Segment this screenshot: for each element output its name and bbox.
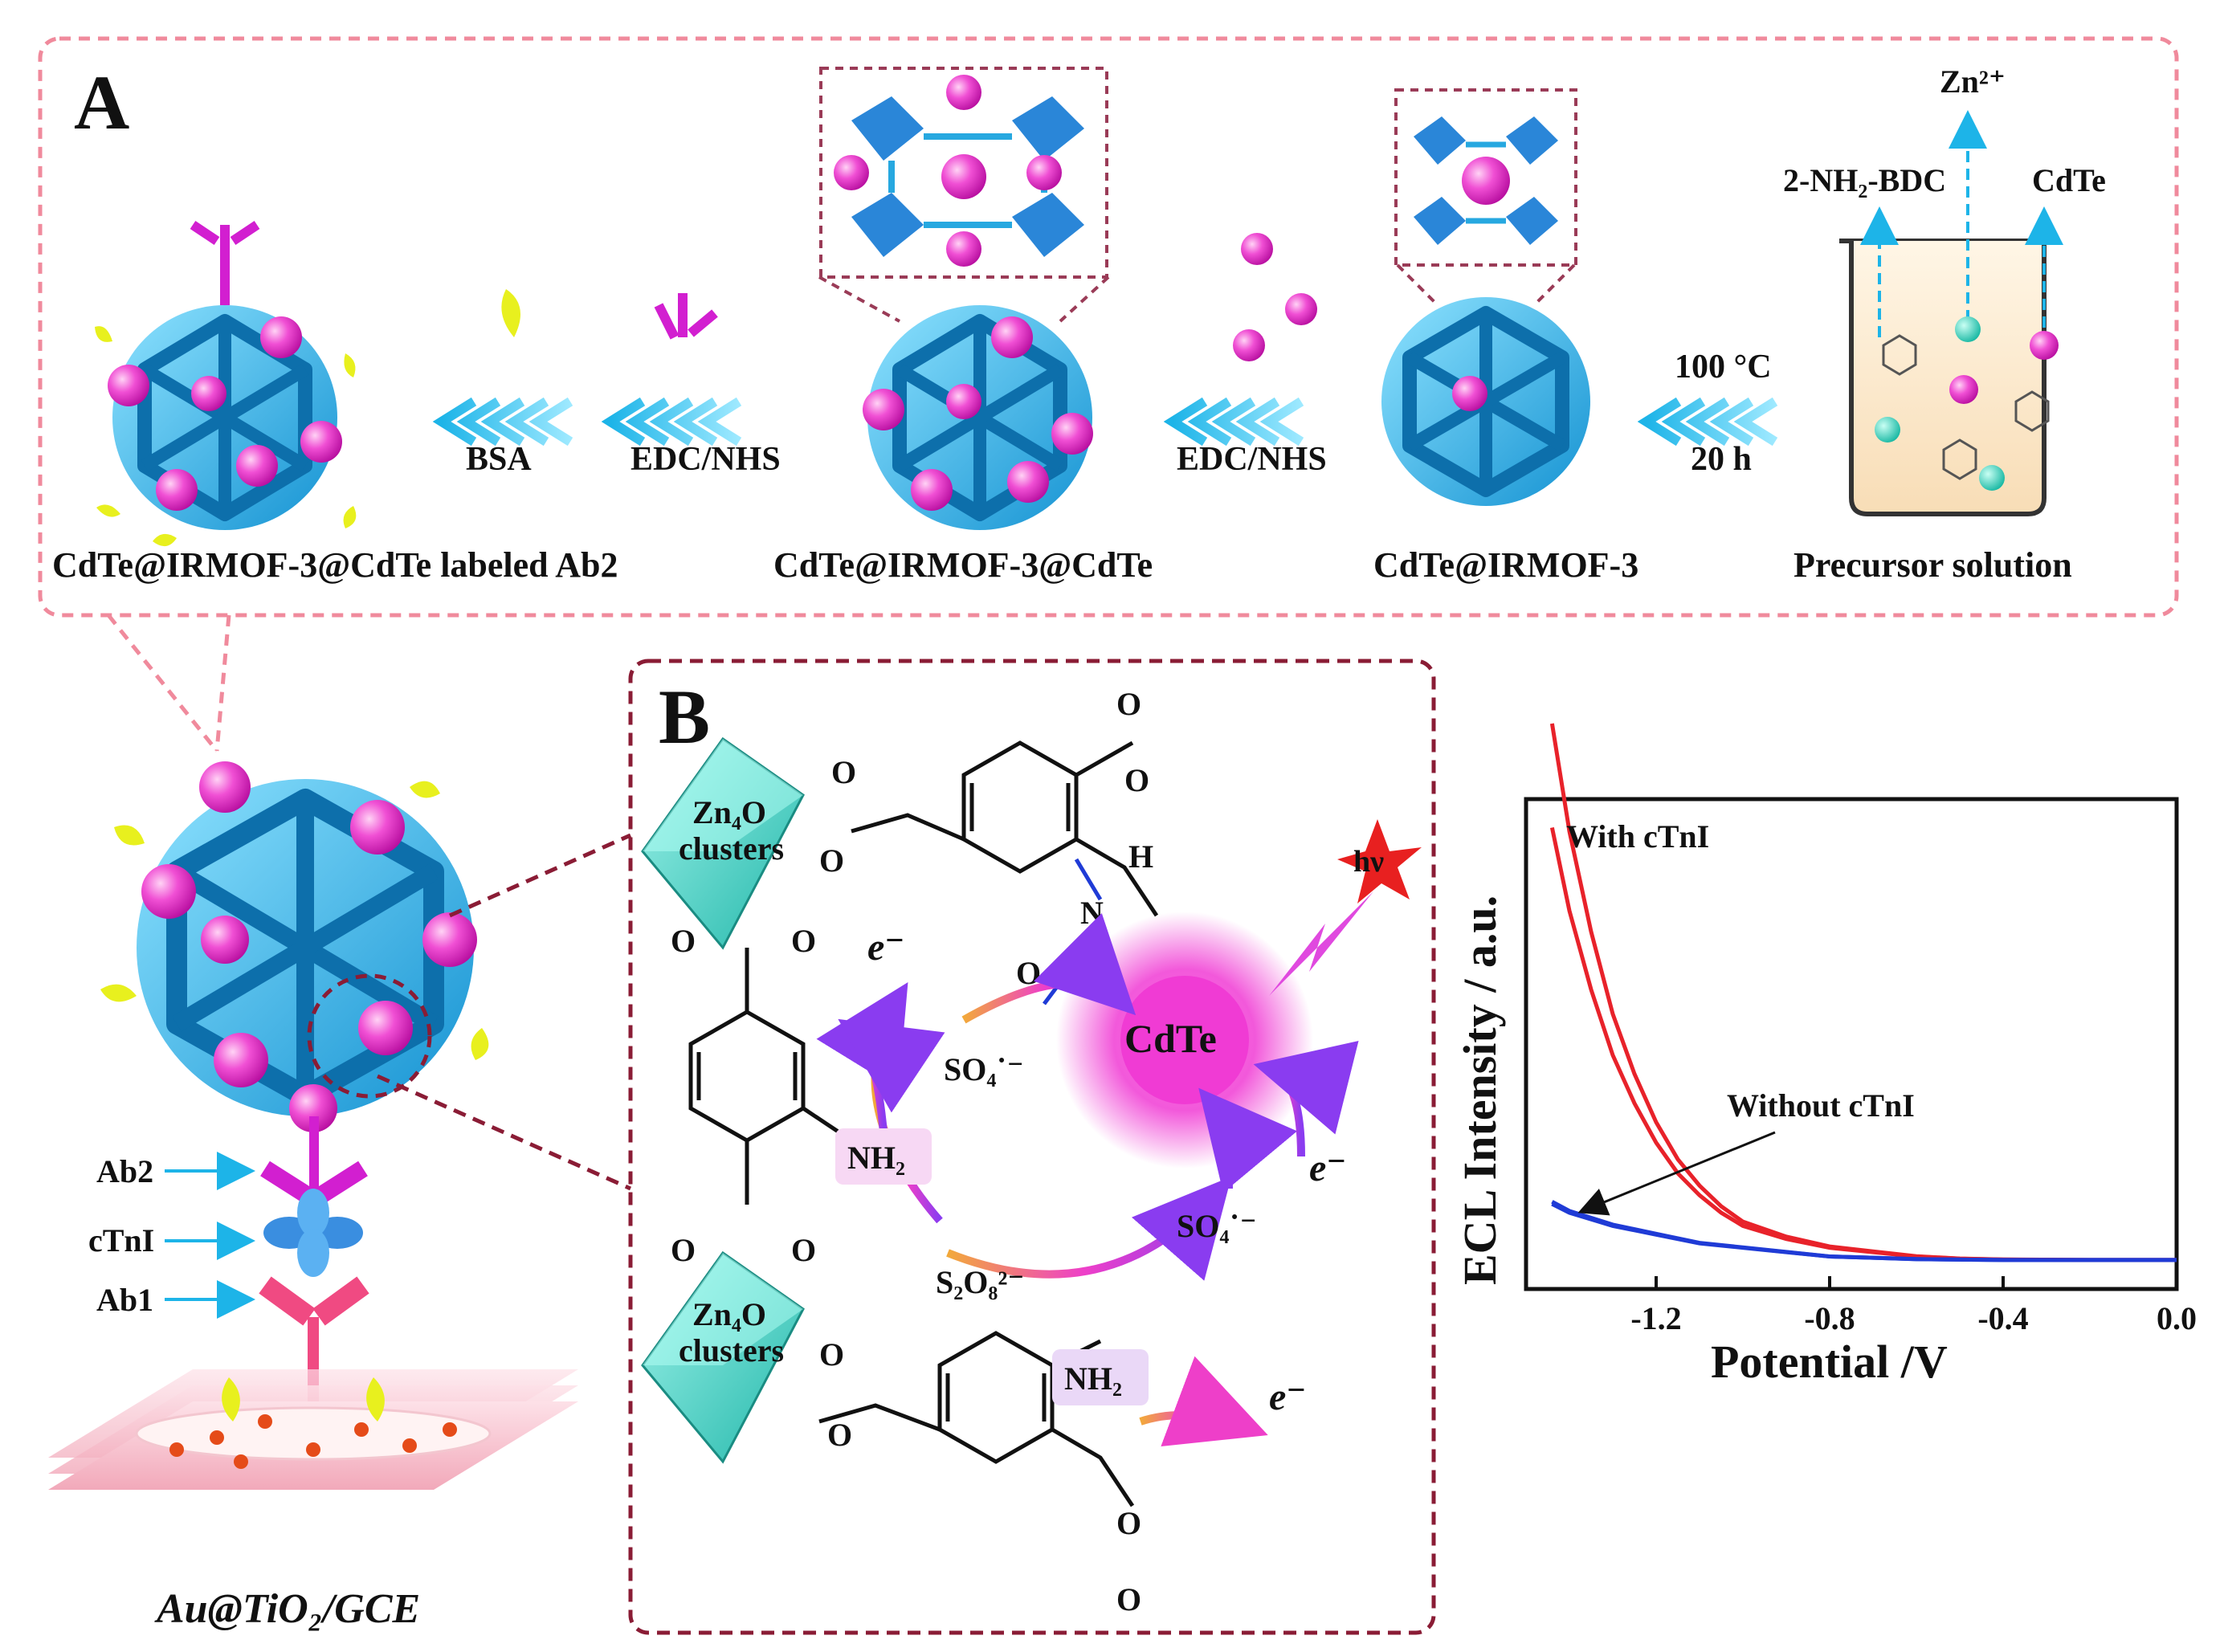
product-cdte-irmof: CdTe@IRMOF-3 <box>1373 545 1638 585</box>
svg-text:O: O <box>1116 1581 1141 1617</box>
reagent-cdte: CdTe <box>2032 162 2106 198</box>
svg-text:N: N <box>1080 895 1104 931</box>
panel-a-letter: A <box>74 59 129 145</box>
svg-text:H: H <box>1128 838 1153 875</box>
linker-structure <box>688 740 1159 1507</box>
svg-text:O: O <box>827 1417 852 1453</box>
amine-bottom: NH₂ <box>1052 1349 1149 1405</box>
big-mof <box>100 761 489 1132</box>
svg-text:NH₂: NH₂ <box>847 1140 905 1176</box>
mof-labeled-ab2 <box>95 221 357 547</box>
zoom-line-top <box>448 833 632 918</box>
x-tick-label: -0.8 <box>1804 1300 1855 1336</box>
svg-text:O: O <box>831 754 856 790</box>
connector-line-left <box>107 614 218 753</box>
x-tick-label: -0.4 <box>1977 1300 2028 1336</box>
plot-frame <box>1524 797 2179 1291</box>
ecl-chart: -1.2 -0.8 -0.4 0.0 Potential /V ECL Intensi… <box>1454 723 2197 1388</box>
electron-3: e⁻ <box>1269 1376 1307 1418</box>
x-tick-label: 0.0 <box>2157 1300 2197 1336</box>
electrode-substrate-label: Au@TiO₂/GCE <box>154 1586 420 1632</box>
zn4o-cluster-bottom: Zn₄O clusters <box>641 1250 805 1464</box>
panel-b-letter: B <box>659 674 710 760</box>
panel-b-frame <box>628 659 1436 1635</box>
condition-time: 20 h <box>1691 441 1752 478</box>
reagent-bdc: 2-NH₂-BDC <box>1783 162 1946 198</box>
label-ab1: Ab1 <box>96 1282 153 1318</box>
arrow-bsa: BSA <box>432 289 573 478</box>
step-bsa: BSA <box>466 441 532 478</box>
reaction-cycle <box>816 912 1359 1447</box>
svg-text:O: O <box>1124 762 1149 798</box>
svg-text:O: O <box>791 1232 816 1268</box>
zoom-line-bottom <box>376 1074 632 1191</box>
mof-cdte-irmof-cdte <box>863 305 1093 530</box>
panel-a-frame <box>38 36 2179 618</box>
amine-top: NH₂ <box>835 1128 932 1185</box>
mof-2-inset <box>818 67 1110 323</box>
series-label-with: With cTnI <box>1566 818 1709 855</box>
arrow-synthesis: 100 °C 20 h <box>1637 349 1778 478</box>
step-edc-nhs-2: EDC/NHS <box>1177 441 1327 478</box>
sulfate-radical-2: SO₄˙⁻ <box>1177 1208 1257 1244</box>
connector-line-right <box>214 614 231 752</box>
svg-text:O: O <box>1116 686 1141 722</box>
svg-text:CdTe: CdTe <box>1124 1016 1217 1061</box>
electron-1: e⁻ <box>867 926 905 969</box>
persulfate: S₂O₈²⁻ <box>936 1264 1024 1300</box>
svg-text:Zn₄O: Zn₄O <box>692 1296 766 1332</box>
product-precursor-solution: Precursor solution <box>1793 545 2072 585</box>
reagent-zinc: Zn²⁺ <box>1940 63 2006 100</box>
svg-text:O: O <box>819 1336 844 1373</box>
svg-text:clusters: clusters <box>679 830 784 867</box>
svg-text:O: O <box>791 923 816 959</box>
chart-ylabel: ECL Intensity / a.u. <box>1454 895 1506 1285</box>
carboxylate-oxygens: O O O O O O O O O O O O <box>671 686 1149 1617</box>
svg-text:O: O <box>819 842 844 879</box>
svg-text:O: O <box>671 923 696 959</box>
mof-cdte-irmof <box>1381 297 1590 506</box>
annotation-arrow <box>1577 1131 1776 1216</box>
product-cdte-irmof-cdte: CdTe@IRMOF-3@CdTe <box>773 545 1153 585</box>
electrode-plate <box>48 1369 578 1490</box>
series-line-without-ctni <box>1551 1200 2177 1262</box>
step-edc-nhs-1: EDC/NHS <box>630 441 781 478</box>
mof-3-inset <box>1394 88 1577 307</box>
zn4o-cluster-top: Zn₄O clusters <box>641 736 805 950</box>
svg-text:O: O <box>671 1232 696 1268</box>
electron-2: e⁻ <box>1309 1147 1347 1189</box>
arrow-edc-nhs-2: EDC/NHS <box>1163 233 1327 478</box>
arrow-edc-nhs-1: EDC/NHS <box>601 293 781 478</box>
beaker-precursor: Zn²⁺ 2-NH₂-BDC CdTe <box>1783 63 2106 516</box>
svg-text:NH₂: NH₂ <box>1064 1360 1122 1397</box>
annotation-without: Without cTnI <box>1727 1087 1915 1124</box>
svg-text:O: O <box>1116 1505 1141 1541</box>
sulfate-radical-1: SO₄˙⁻ <box>944 1051 1024 1087</box>
chart-xlabel: Potential /V <box>1711 1336 1948 1388</box>
label-ctni: cTnI <box>88 1222 154 1258</box>
svg-text:Zn₄O: Zn₄O <box>692 794 766 830</box>
svg-text:hν: hν <box>1353 845 1384 879</box>
product-labeled-ab2: CdTe@IRMOF-3@CdTe labeled Ab2 <box>52 545 618 585</box>
x-tick-label: -1.2 <box>1630 1300 1681 1336</box>
condition-temperature: 100 °C <box>1675 349 1772 385</box>
photon-burst: hν <box>1269 819 1422 996</box>
cdte-emitter: CdTe <box>1056 912 1313 1169</box>
svg-text:clusters: clusters <box>679 1332 784 1369</box>
label-ab2: Ab2 <box>96 1153 153 1189</box>
